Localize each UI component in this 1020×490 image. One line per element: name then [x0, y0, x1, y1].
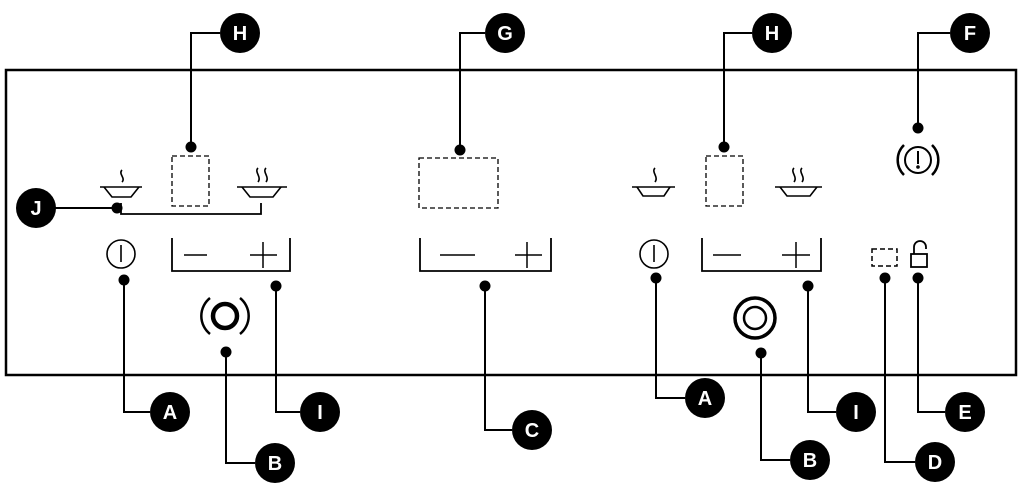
- dot-i-left: [270, 280, 282, 292]
- callout-c: C: [512, 410, 552, 450]
- pan-low-heat-icon: [100, 169, 142, 198]
- power-icon-right[interactable]: [639, 239, 669, 269]
- digit-display-icon-right: [705, 155, 744, 207]
- callout-f: F: [950, 13, 990, 53]
- dot-j: [111, 202, 123, 214]
- callout-label: I: [317, 402, 323, 424]
- callout-label: B: [268, 453, 282, 475]
- lock-indicator-icon: [871, 248, 898, 267]
- dot-i-right: [802, 280, 814, 292]
- callout-label: G: [497, 23, 513, 45]
- callout-label: F: [964, 23, 976, 45]
- dot-g: [454, 144, 466, 156]
- callout-label: E: [958, 402, 971, 424]
- dot-d: [879, 272, 891, 284]
- callout-b-left: B: [255, 443, 295, 483]
- callout-e: E: [945, 392, 985, 432]
- callout-h-left: H: [220, 13, 260, 53]
- leader-lines: [36, 32, 950, 464]
- callout-i-left: I: [300, 392, 340, 432]
- callout-g: G: [485, 13, 525, 53]
- callout-label: H: [233, 23, 247, 45]
- callout-b-right: B: [790, 440, 830, 480]
- callout-a-left: A: [150, 392, 190, 432]
- connector-dots: [111, 122, 924, 359]
- dot-f: [912, 122, 924, 134]
- cooking-zone-single-icon[interactable]: [733, 296, 777, 340]
- dot-h-left: [185, 141, 197, 153]
- callout-d: D: [915, 442, 955, 482]
- digit-display-icon: [171, 155, 210, 207]
- pan-low-heat-icon-right: [632, 167, 675, 197]
- timer-minus-plus-slider[interactable]: [419, 238, 552, 272]
- callout-label: C: [525, 420, 539, 442]
- pan-indicator-bracket: [120, 203, 262, 215]
- minus-plus-slider-right[interactable]: [701, 238, 822, 272]
- padlock-open-icon[interactable]: [910, 240, 928, 268]
- dot-b-left: [220, 346, 232, 358]
- cooking-zone-dual-icon[interactable]: [200, 297, 250, 335]
- control-panel-outline: [4, 68, 1018, 377]
- minus-plus-slider[interactable]: [171, 238, 291, 272]
- callout-h-right: H: [752, 13, 792, 53]
- callout-label: I: [853, 402, 859, 424]
- dot-a-right: [650, 272, 662, 284]
- callout-label: D: [928, 452, 942, 474]
- pan-high-heat-icon-right: [775, 167, 822, 197]
- callout-a-right: A: [685, 378, 725, 418]
- callout-label: A: [163, 402, 177, 424]
- dot-b-right: [755, 347, 767, 359]
- callout-label: H: [765, 23, 779, 45]
- main-power-icon[interactable]: [896, 144, 940, 176]
- timer-display-icon: [418, 157, 499, 209]
- callout-j: J: [16, 188, 56, 228]
- callout-label: J: [30, 198, 41, 220]
- power-icon[interactable]: [106, 239, 136, 269]
- pan-high-heat-icon: [237, 167, 287, 198]
- callout-label: B: [803, 450, 817, 472]
- callout-label: A: [698, 388, 712, 410]
- dot-a-left: [118, 274, 130, 286]
- callout-i-right: I: [836, 392, 876, 432]
- dot-c: [479, 280, 491, 292]
- dot-e: [912, 272, 924, 284]
- dot-h-right: [718, 141, 730, 153]
